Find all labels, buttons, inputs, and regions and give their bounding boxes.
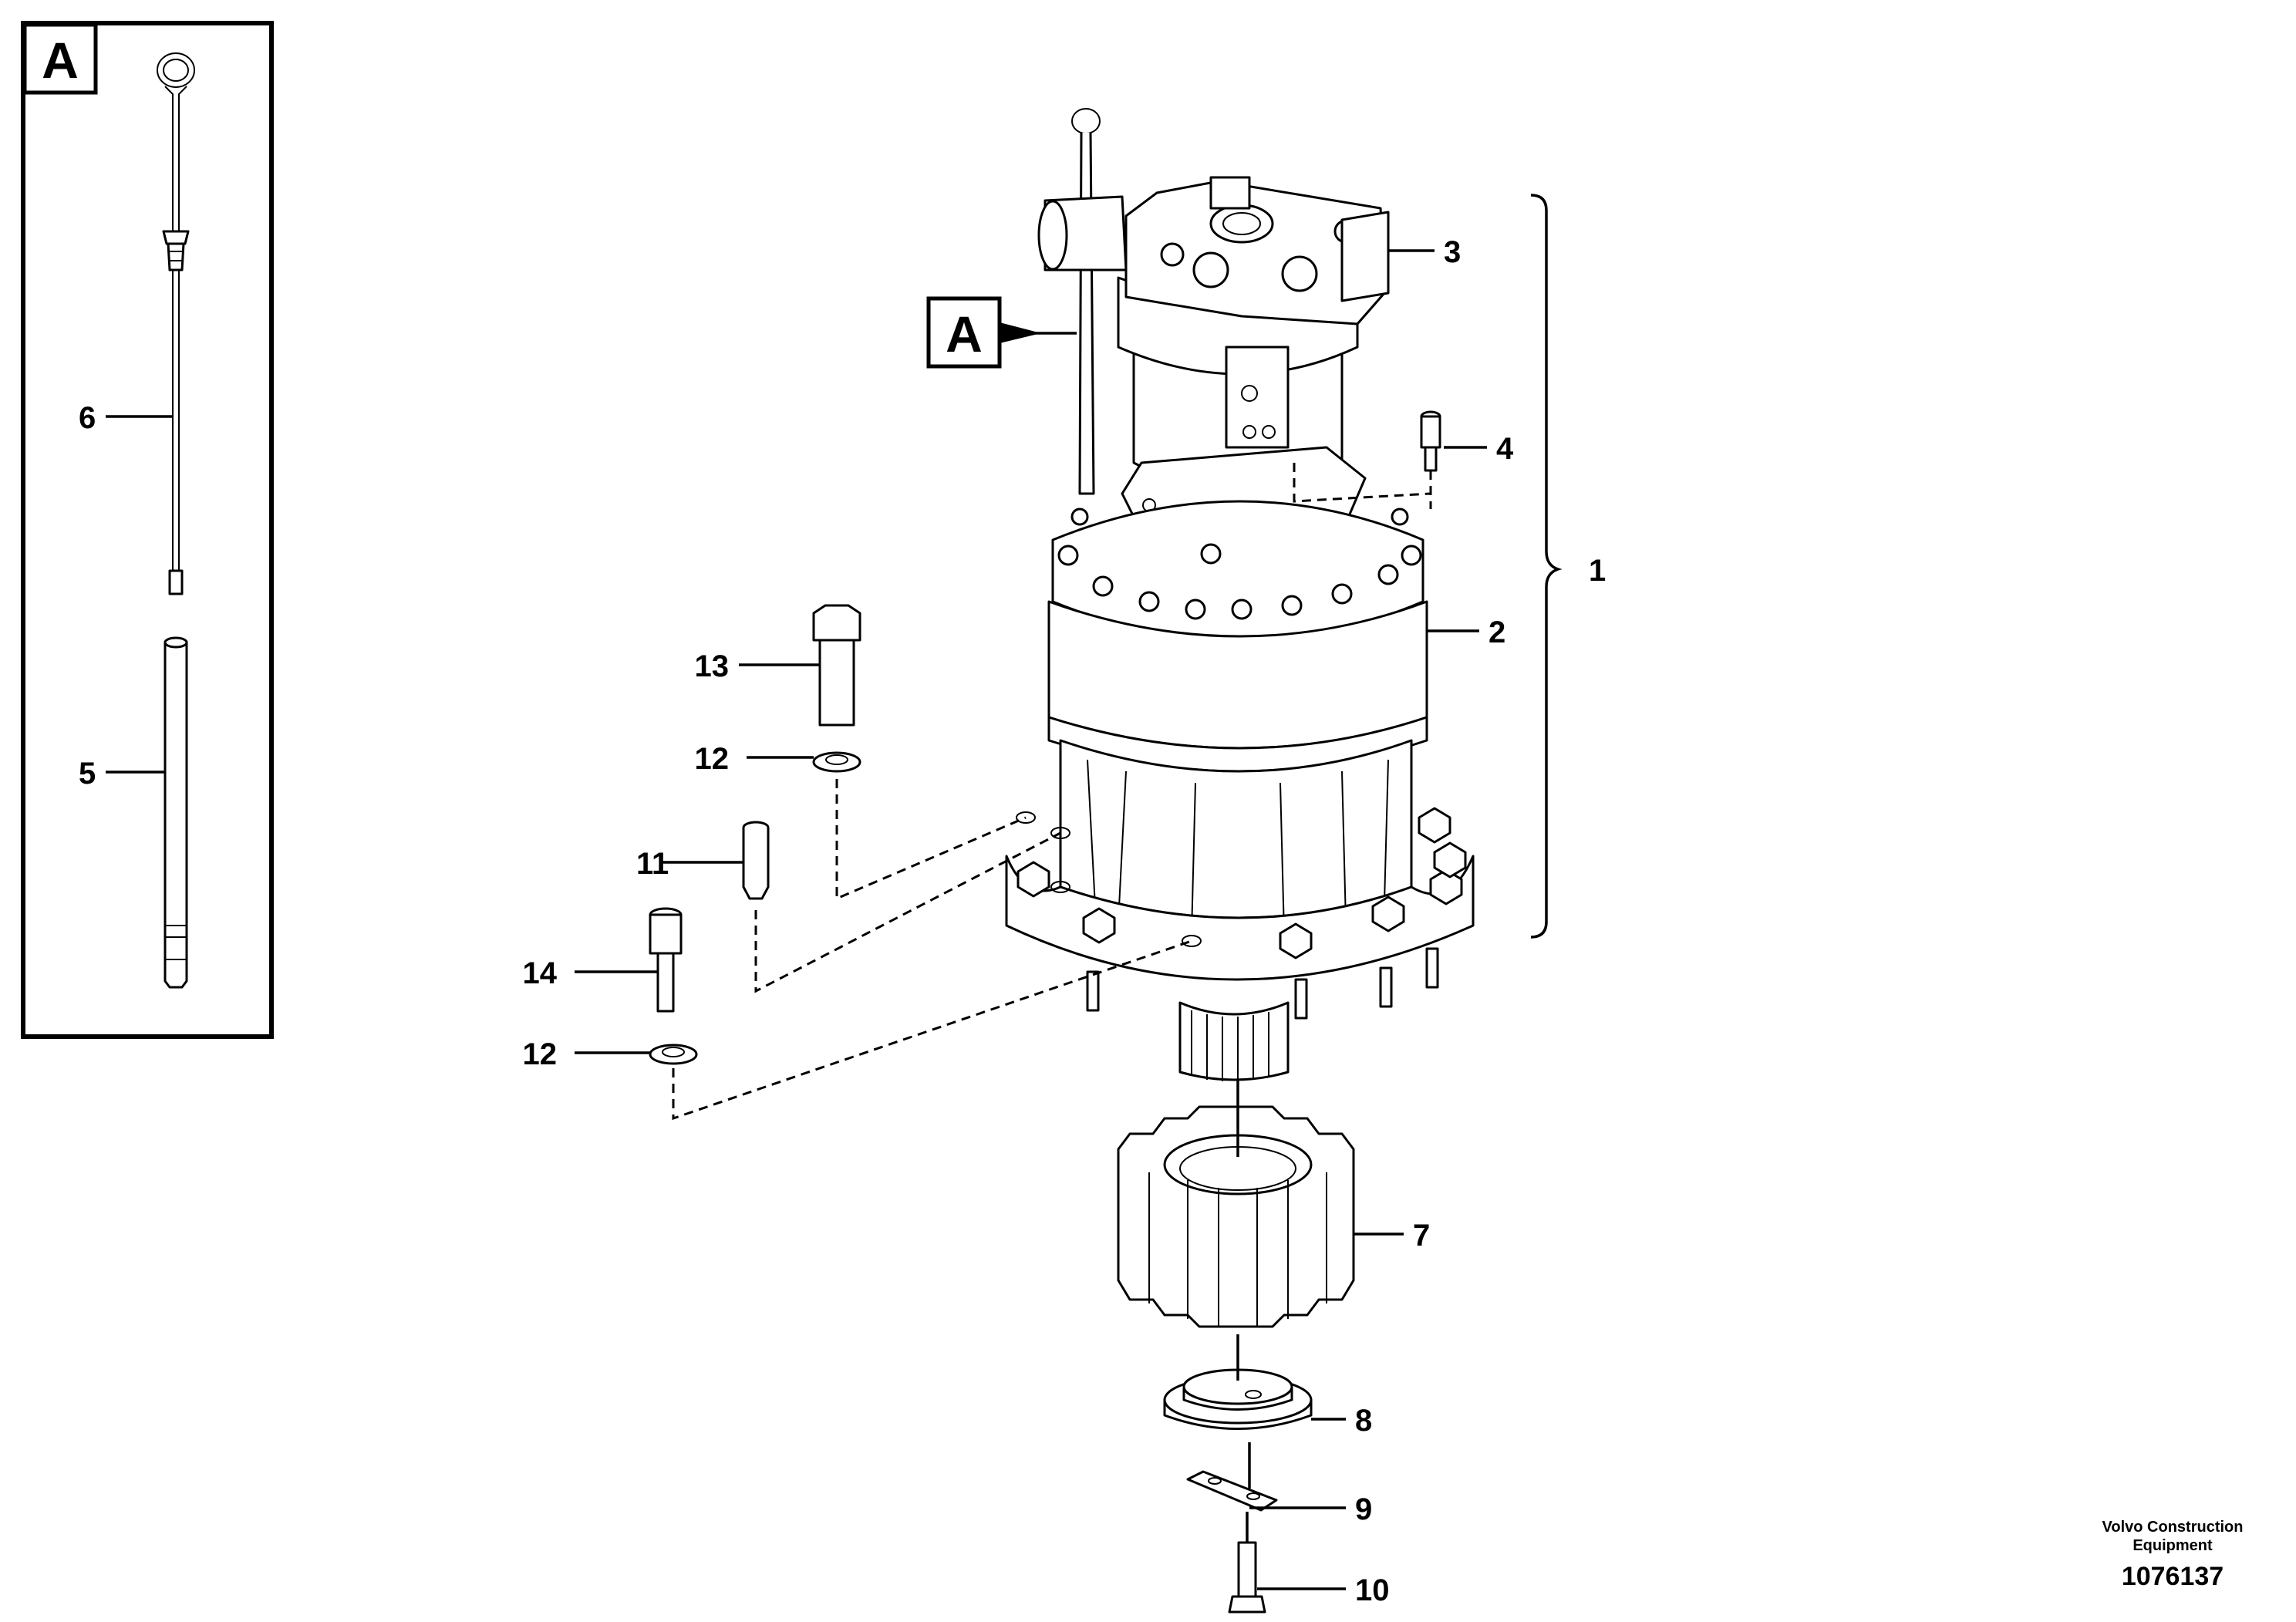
swing-motor-part xyxy=(1037,176,1390,534)
bolt-13-part xyxy=(812,604,861,727)
bolt-4-part xyxy=(1420,410,1441,472)
detail-inset-a: A xyxy=(21,21,274,1039)
dipstick-part xyxy=(157,52,195,595)
washer-12-lower-part xyxy=(649,1044,698,1065)
callout-6: 6 xyxy=(79,401,96,435)
main-dipstick xyxy=(1071,108,1101,495)
callout-10: 10 xyxy=(1355,1573,1390,1607)
callout-4: 4 xyxy=(1496,432,1514,466)
flange-bolts xyxy=(1057,508,1422,620)
assembly-dashed-lines xyxy=(672,463,1432,1543)
callout-labels: 1 2 3 4 5 6 7 8 9 10 11 12 12 13 14 xyxy=(79,235,1606,1607)
callout-11: 11 xyxy=(636,847,669,881)
dipstick-tube-part xyxy=(164,636,188,989)
credit-line-1: Volvo Construction xyxy=(2102,1519,2244,1536)
callout-7: 7 xyxy=(1413,1219,1430,1253)
screw-14-part xyxy=(649,907,683,1013)
callout-2: 2 xyxy=(1489,615,1505,649)
credit-line-2: Equipment xyxy=(2132,1537,2213,1554)
callout-14: 14 xyxy=(523,956,558,990)
base-bolts xyxy=(1017,807,1467,959)
callout-12-upper: 12 xyxy=(695,742,730,776)
detail-marker-a-callout: A xyxy=(926,296,1077,369)
callout-1: 1 xyxy=(1589,554,1606,588)
reduction-gear-housing-part xyxy=(1005,500,1475,1081)
callout-13: 13 xyxy=(695,649,730,683)
leader-lines xyxy=(106,249,1487,1590)
callout-5: 5 xyxy=(79,757,96,791)
bolt-10-part xyxy=(1228,1541,1266,1614)
callout-9: 9 xyxy=(1355,1492,1372,1526)
washer-12-upper-part xyxy=(812,751,861,773)
callout-8: 8 xyxy=(1355,1404,1372,1438)
lock-plate-part xyxy=(1186,1470,1278,1512)
pinion-gear-part xyxy=(1117,1105,1355,1328)
dowel-pin-11-part xyxy=(742,821,770,900)
credit-block: Volvo Construction Equipment 1076137 xyxy=(2102,1519,2244,1591)
callout-12-lower: 12 xyxy=(523,1037,558,1071)
inset-marker-a: A xyxy=(42,32,79,89)
marker-a-label: A xyxy=(946,305,983,363)
callout-3: 3 xyxy=(1444,235,1461,269)
illustration-number: 1076137 xyxy=(2122,1562,2224,1591)
assembly-brace xyxy=(1530,194,1563,939)
